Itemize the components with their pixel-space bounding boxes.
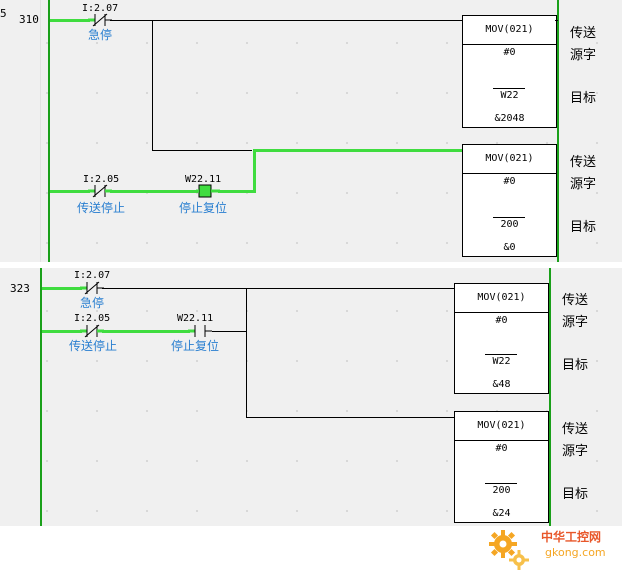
energized-wire [102,330,190,333]
address-operand: &48 [492,379,511,390]
destination-operand: 200 [492,485,511,496]
source-label: 源字 [570,177,597,192]
step-number: 323 [10,282,30,295]
operand-overline [485,483,517,484]
wire [555,20,558,21]
operand-overline [493,217,525,218]
no-contact-stop-reset[interactable] [196,184,220,198]
contact-address: I:2.05 [83,174,120,185]
right-power-rail [557,0,559,262]
right-power-rail [549,268,551,526]
contact-comment: 停止复位 [179,201,228,215]
instruction-name: MOV(021) [463,16,556,45]
contact-comment: 传送停止 [69,339,118,353]
instruction-name: MOV(021) [455,412,548,441]
instruction-name: MOV(021) [455,284,548,313]
wire [110,20,462,21]
energized-wire [218,190,256,193]
no-contact-stop-reset[interactable] [188,324,212,338]
destination-operand: W22 [492,356,511,367]
watermark-brand: 中华工控网 [541,530,602,544]
transfer-label: 传送 [570,155,597,170]
left-power-rail [40,268,42,526]
wire [152,20,153,151]
step-number: 310 [19,13,39,26]
contact-comment: 急停 [88,28,113,42]
nc-contact-emergency-stop[interactable] [80,281,104,295]
target-label: 目标 [570,91,597,106]
address-operand: &2048 [494,113,525,124]
source-operand: #0 [495,315,508,326]
contact-address: I:2.07 [74,270,111,281]
gkong-watermark-logo: 中华工控网 gkong.com [485,524,613,574]
nc-contact-transfer-stop[interactable] [80,324,104,338]
left-power-rail [48,0,50,262]
energized-wire [42,287,82,290]
watermark-url: gkong.com [545,546,606,559]
target-label: 目标 [570,220,597,235]
operand-overline [493,88,525,89]
nc-contact-transfer-stop[interactable] [88,184,112,198]
transfer-label: 传送 [570,26,597,41]
energized-wire [50,190,90,193]
left-edge-marker: 5 [0,7,7,20]
mov-instruction-block[interactable]: MOV(021) #0 200 &24 [454,411,549,523]
wire [246,417,454,418]
energized-wire [253,149,463,152]
contact-address: I:2.05 [74,313,111,324]
mov-instruction-block[interactable]: MOV(021) #0 W22 &2048 [462,15,557,128]
contact-comment: 停止复位 [171,339,220,353]
source-label: 源字 [562,444,589,459]
instruction-name: MOV(021) [463,145,556,174]
nc-contact-emergency-stop[interactable] [88,13,112,27]
wire [246,288,247,418]
energized-wire [253,150,256,193]
wire [152,150,252,151]
source-operand: #0 [503,176,516,187]
contact-address: I:2.07 [82,3,119,14]
contact-address: W22.11 [177,313,214,324]
energized-wire [42,330,82,333]
energized-wire [110,190,198,193]
wire [102,288,454,289]
energized-wire [50,19,90,22]
source-label: 源字 [570,48,597,63]
gear-icon [489,530,529,570]
destination-operand: 200 [500,219,519,230]
contact-address: W22.11 [185,174,222,185]
transfer-label: 传送 [562,422,589,437]
address-operand: &24 [492,508,511,519]
wire [212,331,246,332]
rung-310-panel: 5 310 I:2.07 急停 I:2.05 传送停止 W22.11 停止复位 … [0,0,622,262]
address-operand: &0 [503,242,516,253]
target-label: 目标 [562,358,589,373]
operand-overline [485,354,517,355]
mov-instruction-block[interactable]: MOV(021) #0 200 &0 [462,144,557,257]
rung-323-panel: 323 I:2.07 急停 I:2.05 传送停止 W22.11 停止复位 MO… [0,268,622,526]
source-operand: #0 [503,47,516,58]
destination-operand: W22 [500,90,519,101]
contact-comment: 急停 [80,296,105,310]
source-operand: #0 [495,443,508,454]
mov-instruction-block[interactable]: MOV(021) #0 W22 &48 [454,283,549,394]
transfer-label: 传送 [562,293,589,308]
contact-comment: 传送停止 [77,201,126,215]
step-number-column [0,0,41,262]
step-number-column [0,268,41,526]
target-label: 目标 [562,487,589,502]
source-label: 源字 [562,315,589,330]
